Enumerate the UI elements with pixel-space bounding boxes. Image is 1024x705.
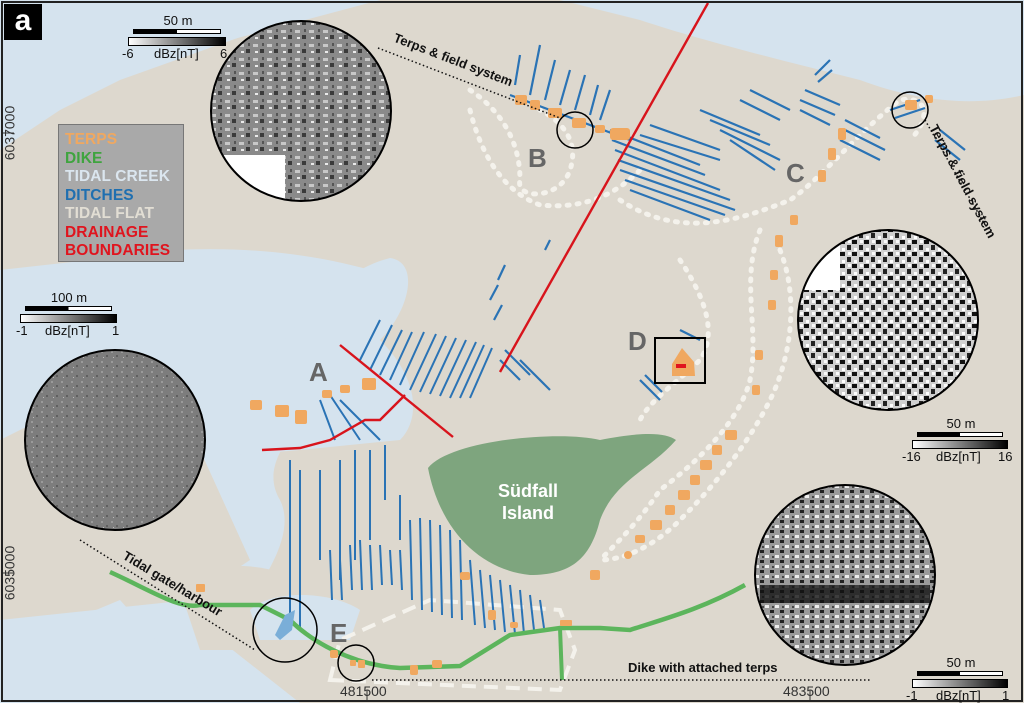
legend-tidal-flat: TIDAL FLAT xyxy=(65,205,155,222)
dike-line xyxy=(109,569,747,671)
scale-right-mid: 50 m -16 dBz[nT] 16 xyxy=(902,416,1013,466)
ramp-min: -1 xyxy=(16,323,28,338)
x-axis-label-left: 481500 xyxy=(340,683,387,699)
scale-top-left: 50 m -6 dBz[nT] 6 xyxy=(122,13,228,63)
ditches-e xyxy=(329,517,545,635)
ramp-unit: dBz[nT] xyxy=(936,688,981,703)
inset-magnetometry-dike xyxy=(754,484,936,666)
scale-length: 50 m xyxy=(946,655,976,670)
legend-boundaries: BOUNDARIES xyxy=(65,242,171,259)
ramp-unit: dBz[nT] xyxy=(154,46,199,61)
sea-area xyxy=(0,600,200,703)
drainage-d xyxy=(676,364,686,368)
ramp-max: 16 xyxy=(998,449,1013,464)
scale-bar xyxy=(917,432,1003,437)
ditches-a xyxy=(289,319,493,630)
scale-length: 50 m xyxy=(946,416,976,431)
ramp-unit: dBz[nT] xyxy=(936,449,981,464)
ramp-min: -16 xyxy=(902,449,921,464)
dike-branch xyxy=(558,627,564,681)
site-label-a: A xyxy=(309,357,328,387)
sea-top-left xyxy=(0,0,380,140)
scale-bar xyxy=(133,29,221,34)
site-label-e: E xyxy=(330,618,348,648)
legend-drainage: DRAINAGE xyxy=(65,223,149,241)
inset-magnetometry-c xyxy=(797,229,979,411)
leader-lines xyxy=(79,47,986,681)
panel-letter: a xyxy=(4,4,42,40)
color-ramp xyxy=(912,440,1008,449)
map-legend: TERPS DIKE TIDAL CREEK DITCHES TIDAL FLA… xyxy=(58,124,184,262)
annotation-dike-terps: Dike with attached terps xyxy=(628,660,778,675)
scale-length: 100 m xyxy=(50,290,88,305)
site-d-box xyxy=(654,337,706,384)
site-label-c: C xyxy=(786,158,805,188)
island-label: Südfall Island xyxy=(488,480,568,524)
legend-ditches: DITCHES xyxy=(65,186,134,204)
site-label-d: D xyxy=(628,326,647,356)
ramp-min: -6 xyxy=(122,46,134,61)
color-ramp xyxy=(20,314,117,323)
scale-bar xyxy=(25,306,112,311)
legend-tidal-creek: TIDAL CREEK xyxy=(65,168,171,185)
scale-bottom-right: 50 m -1 dBz[nT] 1 xyxy=(906,655,1010,705)
focus-circle-b xyxy=(556,111,594,149)
focus-circle-gate xyxy=(252,597,318,663)
ramp-max: 1 xyxy=(112,323,120,338)
terp-d xyxy=(672,348,695,376)
color-ramp xyxy=(128,37,226,46)
island-name-line2: Island xyxy=(501,503,554,523)
ramp-unit: dBz[nT] xyxy=(45,323,90,338)
ramp-max: 6 xyxy=(220,46,228,61)
focus-circle-e xyxy=(337,644,375,682)
tidal-creek-e xyxy=(250,595,360,640)
island-name-line1: Südfall xyxy=(497,481,558,501)
y-axis-label-top: 6037000 xyxy=(1,105,18,161)
x-axis-label-right: 483500 xyxy=(783,683,830,699)
terps xyxy=(196,95,933,675)
legend-terps: TERPS xyxy=(65,131,118,148)
y-axis-label-bottom: 6035000 xyxy=(1,545,18,601)
scale-bar xyxy=(917,671,1003,676)
legend-dike: DIKE xyxy=(65,149,103,167)
color-ramp xyxy=(912,679,1008,688)
scale-length: 50 m xyxy=(163,13,193,28)
ramp-max: 1 xyxy=(1002,688,1010,703)
inset-magnetometry-a xyxy=(24,349,206,531)
ramp-min: -1 xyxy=(906,688,918,703)
dashed-boundary xyxy=(327,597,578,693)
sea-top-right xyxy=(560,0,1024,102)
scale-mid-left: 100 m -1 dBz[nT] 1 xyxy=(16,290,120,340)
sudfall-island xyxy=(428,434,676,575)
drainage-lines xyxy=(261,2,710,452)
site-label-b: B xyxy=(528,143,547,173)
tidal-gate-channel xyxy=(275,610,295,640)
focus-circle-c xyxy=(891,91,929,129)
